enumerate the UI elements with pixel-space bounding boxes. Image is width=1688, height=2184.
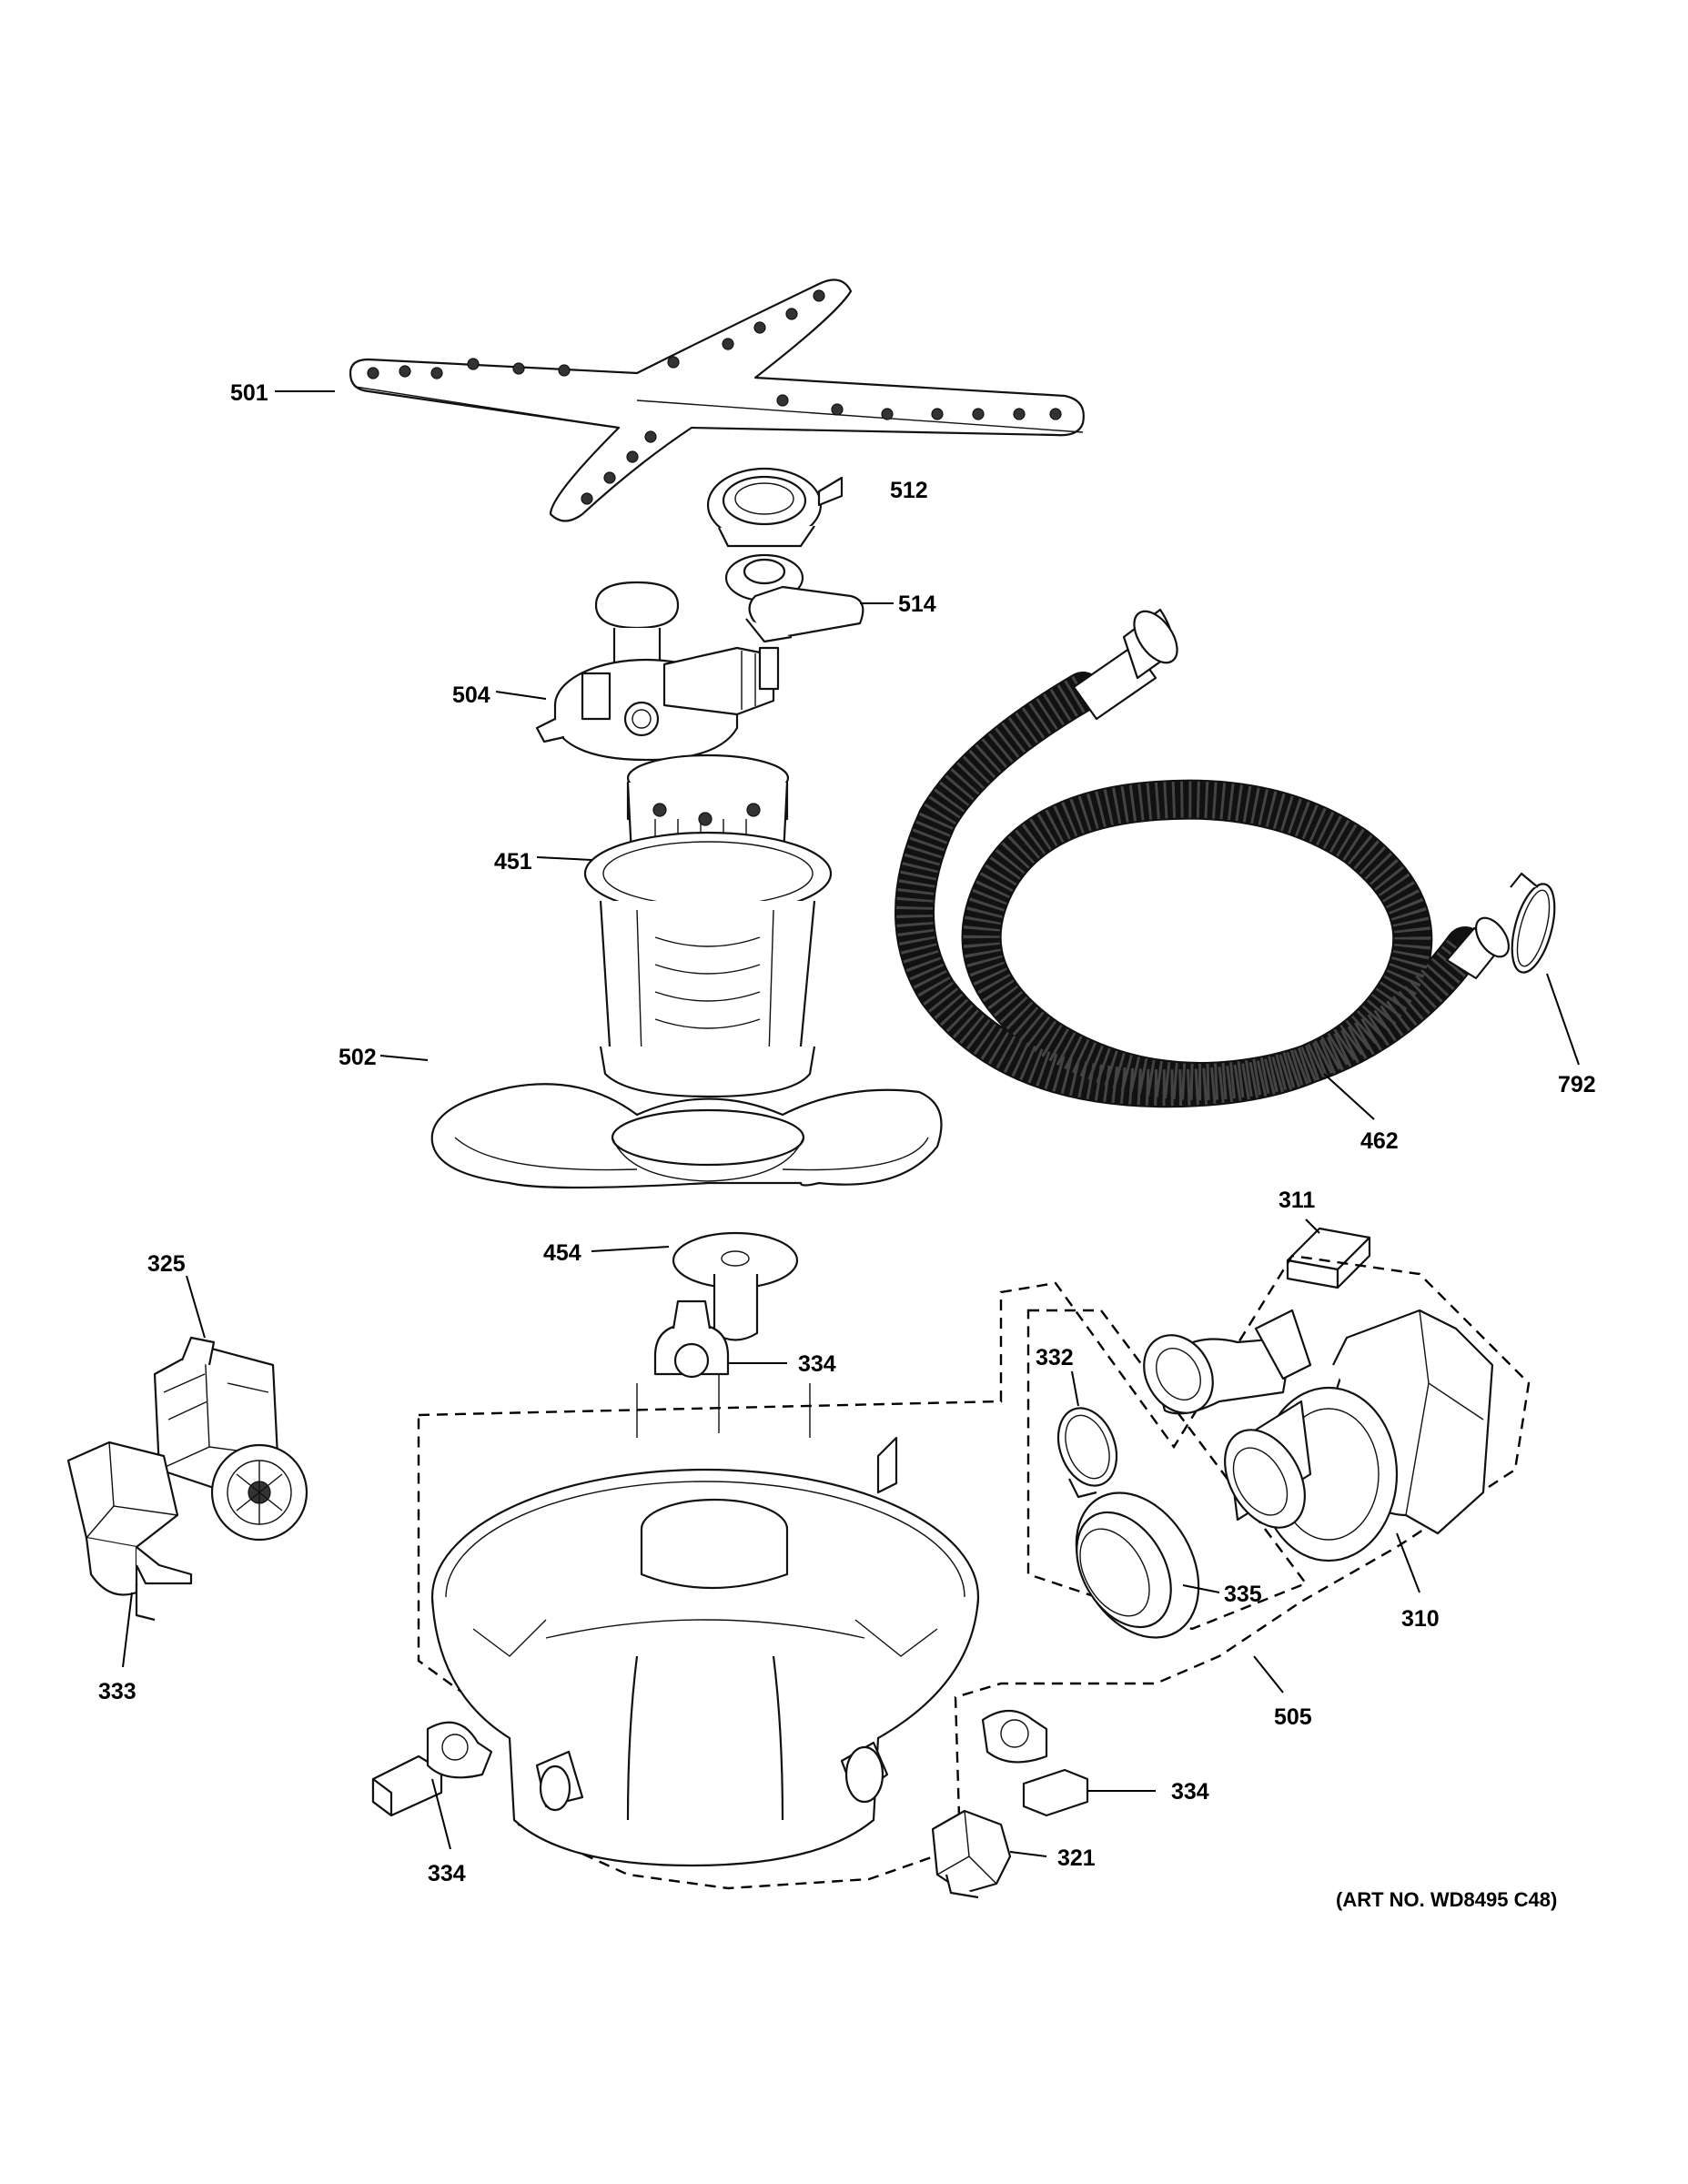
label-332: 332: [1036, 1345, 1074, 1370]
hub-drawing: [724, 553, 894, 643]
diverter-motor-drawing: [66, 1441, 193, 1668]
label-334-left: 334: [428, 1861, 466, 1886]
part-labels: 501 512 514 504 451 502 792 462 311 325 …: [98, 380, 1596, 1911]
drain-hose-drawing: [895, 608, 1511, 1120]
label-451: 451: [494, 849, 532, 875]
label-505: 505: [1274, 1704, 1312, 1730]
small-clamp-drawing: [1056, 1370, 1118, 1499]
fine-filter-drawing: [379, 1055, 943, 1189]
drain-pump-drawing: [153, 1275, 308, 1542]
label-501: 501: [230, 380, 268, 406]
circulation-pump-drawing: [1143, 1309, 1494, 1593]
sensor-drawing: [931, 1809, 1047, 1899]
label-335: 335: [1224, 1582, 1262, 1607]
disc-shaft-drawing: [591, 1231, 799, 1341]
spray-arm-holes: [367, 289, 1062, 505]
label-792: 792: [1558, 1072, 1596, 1097]
spray-arm-drawing: [275, 278, 1085, 522]
clip-upper-drawing: [653, 1299, 787, 1379]
label-333: 333: [98, 1679, 136, 1704]
label-502: 502: [339, 1045, 377, 1070]
label-334-upper: 334: [798, 1351, 836, 1377]
label-310: 310: [1401, 1606, 1440, 1632]
label-325: 325: [147, 1251, 186, 1277]
gasket-block-drawing: [1286, 1218, 1371, 1289]
filter-assembly-drawing: [536, 753, 833, 1098]
bearing-ring-drawing: [706, 467, 844, 548]
label-504: 504: [452, 682, 490, 708]
label-311: 311: [1279, 1188, 1315, 1213]
label-321: 321: [1057, 1845, 1096, 1871]
label-462: 462: [1360, 1128, 1399, 1154]
manifold-drawing: [495, 581, 780, 762]
seal-ring-drawing: [1075, 1491, 1220, 1639]
sump-assembly-outline: [417, 1254, 1531, 1890]
label-514: 514: [898, 592, 936, 617]
art-number: (ART NO. WD8495 C48): [1336, 1888, 1557, 1911]
label-454: 454: [543, 1240, 581, 1266]
label-512: 512: [890, 478, 928, 503]
clip-right-drawing: [981, 1709, 1156, 1817]
sump-drawing: [430, 1374, 980, 1867]
clip-left-drawing: [371, 1721, 493, 1850]
label-334-right: 334: [1171, 1779, 1209, 1805]
hose-clamp-drawing: [1510, 872, 1580, 1066]
